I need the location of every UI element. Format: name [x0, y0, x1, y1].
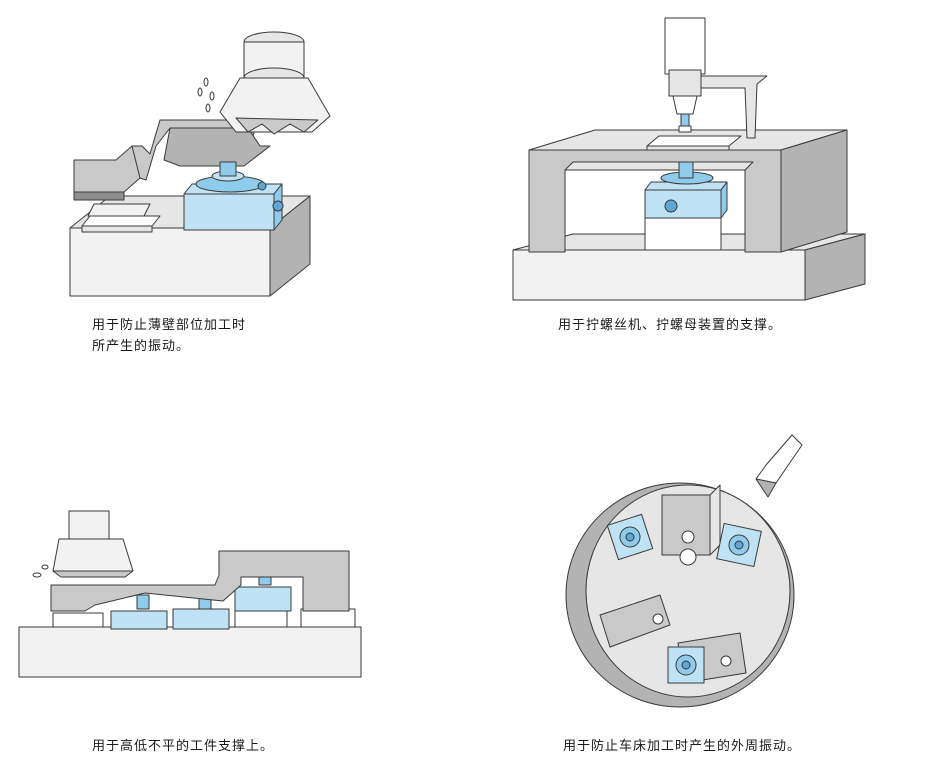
base-slab [18, 626, 362, 678]
blue-support-chuck-left [606, 513, 654, 561]
blue-support-chuck-right [716, 522, 762, 568]
blue-support-center [644, 189, 722, 219]
stepped-workpiece [50, 550, 350, 612]
blue-support-1 [110, 610, 168, 630]
caption-uneven-workpiece: 用于高低不平的工件支撑上。 [92, 739, 275, 754]
workpiece-plate [646, 135, 742, 147]
diagram-lathe-chuck [560, 425, 810, 715]
blue-support-3 [234, 586, 292, 612]
caption-screw-driver: 用于拧螺丝机、拧螺母装置的支撑。 [558, 318, 783, 333]
caption-thin-wall-line1: 用于防止薄壁部位加工时 [92, 318, 247, 333]
diagram-screw-driver-support [505, 10, 875, 305]
chuck-jaw-left [599, 594, 671, 648]
caption-thin-wall-line2: 所产生的振动。 [92, 339, 191, 354]
chuck-jaw-top [661, 494, 711, 556]
caption-lathe-chuck: 用于防止车床加工时产生的外周振动。 [563, 739, 802, 754]
diagram-uneven-workpiece [15, 505, 375, 680]
blue-support-chuck-bottom [667, 646, 705, 684]
base-block-front [69, 227, 271, 297]
diagram-thin-wall-milling [60, 20, 360, 300]
turning-tool [755, 434, 803, 484]
workpiece-left-step [73, 145, 143, 193]
blue-support-2 [172, 608, 230, 630]
